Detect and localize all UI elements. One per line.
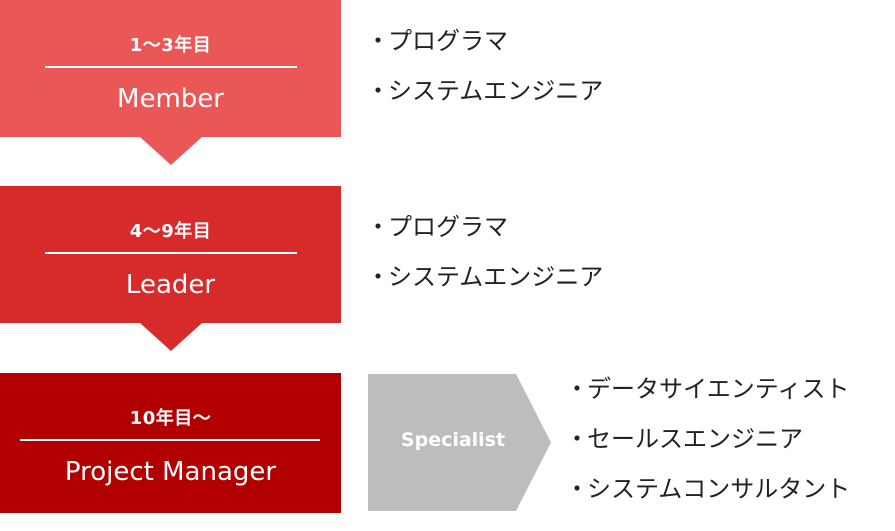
job-list-item: ・プログラマ (366, 26, 603, 56)
stage-specialist-job-list: ・データサイエンティスト ・セールスエンジニア ・システムコンサルタント (565, 374, 850, 524)
stage-years-label: 4〜9年目 (129, 221, 212, 242)
bullet-icon: ・ (565, 375, 589, 403)
specialist-branch-arrow: Specialist (368, 374, 551, 511)
stage-leader-job-list: ・プログラマ ・システムエンジニア (366, 212, 603, 312)
bullet-icon: ・ (565, 475, 589, 503)
job-label: プログラマ (388, 27, 508, 55)
down-arrow-icon (140, 323, 202, 351)
down-arrow-icon (140, 137, 202, 165)
divider-line (20, 439, 320, 441)
job-label: セールスエンジニア (587, 425, 803, 453)
job-label: プログラマ (388, 213, 508, 241)
job-label: システムコンサルタント (587, 475, 851, 503)
bullet-icon: ・ (565, 425, 589, 453)
job-list-item: ・システムコンサルタント (565, 474, 850, 504)
bullet-icon: ・ (366, 77, 390, 105)
job-list-item: ・プログラマ (366, 212, 603, 242)
chevron-right-icon (368, 374, 551, 511)
job-list-item: ・システムエンジニア (366, 262, 603, 292)
divider-line (45, 252, 297, 254)
stage-member-box: 1〜3年目 Member (0, 0, 341, 137)
stage-years-label: 1〜3年目 (129, 35, 212, 56)
divider-line (45, 66, 297, 68)
bullet-icon: ・ (366, 213, 390, 241)
job-label: システムエンジニア (388, 77, 604, 105)
job-label: システムエンジニア (388, 263, 604, 291)
stage-years-label: 10年目〜 (129, 408, 212, 429)
stage-role-label: Project Manager (64, 457, 277, 487)
specialist-label: Specialist (400, 429, 506, 451)
bullet-icon: ・ (366, 27, 390, 55)
job-list-item: ・データサイエンティスト (565, 374, 850, 404)
job-list-item: ・システムエンジニア (366, 76, 603, 106)
job-list-item: ・セールスエンジニア (565, 424, 850, 454)
stage-leader-box: 4〜9年目 Leader (0, 186, 341, 323)
stage-role-label: Leader (125, 270, 216, 300)
stage-member-job-list: ・プログラマ ・システムエンジニア (366, 26, 603, 126)
stage-role-label: Member (117, 84, 224, 114)
stage-project-manager-box: 10年目〜 Project Manager (0, 373, 341, 513)
job-label: データサイエンティスト (587, 375, 850, 403)
bullet-icon: ・ (366, 263, 390, 291)
